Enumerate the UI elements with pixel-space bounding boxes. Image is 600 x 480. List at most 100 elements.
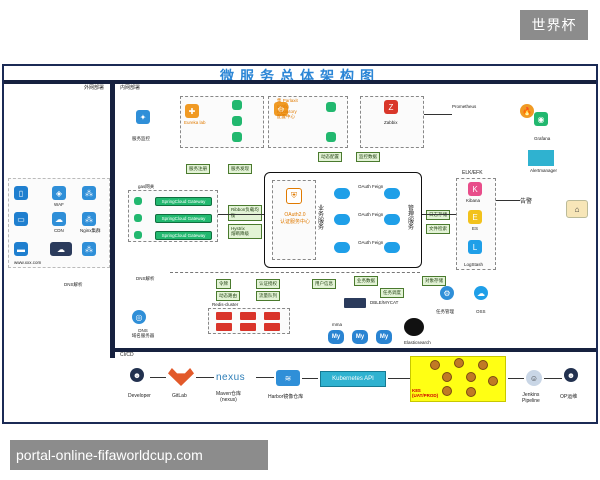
config-node-1 — [326, 102, 336, 112]
business-data-label: 业务数据 — [354, 276, 378, 286]
alertmanager-icon — [528, 150, 554, 166]
dns-label-2: DNS解析 — [136, 276, 155, 281]
zabbix-box — [360, 96, 424, 148]
helm-icon-5 — [466, 372, 476, 382]
limit-label: 流量队列 — [256, 291, 280, 301]
cluster-icon-3: ⁂ — [82, 242, 96, 256]
elasticsearch-icon — [404, 318, 424, 336]
feign-label-2: OAuth Feign — [358, 212, 384, 217]
auth-label: 认证授权 — [256, 279, 280, 289]
k8s-label: K8S (UAT/PROD) — [412, 388, 439, 398]
helm-icon-7 — [442, 386, 452, 396]
svc-discover-label: 服务发现 — [228, 164, 252, 174]
gateway-2: SpringCloud Gateway — [155, 214, 212, 223]
helm-icon-6 — [488, 376, 498, 386]
alarm-home-icon: ⌂ — [566, 200, 588, 218]
eureka-box — [180, 96, 264, 148]
arrow-gateway-services — [218, 214, 264, 215]
task-schedule-label: 任务调度 — [380, 288, 404, 298]
service-cloud-3 — [334, 214, 350, 225]
redis-node-3 — [264, 312, 280, 320]
cloud-icon: ☁ — [50, 242, 72, 256]
eureka-node-2 — [232, 116, 242, 126]
cicd-zone-label: CI/CD — [120, 352, 134, 358]
eureka-node-3 — [232, 132, 242, 142]
op-icon: ☻ — [564, 368, 578, 382]
redis-node-5 — [240, 323, 256, 331]
nexus-logo: nexus — [216, 372, 246, 383]
dyn-config-label: 动态配置 — [318, 152, 342, 162]
redis-label: Redis-cluster — [212, 302, 239, 307]
waf-label: WAF — [54, 202, 64, 207]
k8s-api-box: Kubernetes API — [320, 371, 386, 387]
task-mgmt-label: 任务管理 — [436, 309, 454, 314]
redis-node-6 — [264, 323, 280, 331]
arrow-api-k8s — [388, 378, 410, 379]
jenkins-label: Jenkins Pipeline — [522, 392, 540, 404]
grafana-icon: ◉ — [534, 112, 548, 126]
ribbon-label: Ribbon负载均衡 — [228, 205, 262, 221]
helm-icon-8 — [466, 387, 476, 397]
oss-label: OSS — [476, 309, 486, 314]
mma-label: mma — [332, 322, 342, 327]
service-monitor-label: 服务监控 — [132, 136, 150, 141]
dble-icon — [344, 298, 366, 308]
harbor-icon: ≋ — [276, 370, 300, 386]
kibana-label: Kibana — [466, 198, 481, 203]
grafana-label: Grafana — [534, 136, 551, 141]
es-icon: E — [468, 210, 482, 224]
feign-label-1: OAuth Feign — [358, 184, 384, 189]
arrow-services-elk — [422, 214, 456, 215]
zone-divider-outer — [110, 82, 115, 358]
elasticsearch-label: Elasticsearch — [404, 340, 431, 345]
gitlab-label: GitLab — [172, 393, 187, 399]
kibana-icon: K — [468, 182, 482, 196]
site-badge: 世界杯 — [520, 10, 588, 40]
arrow-elk-alarm — [496, 200, 520, 201]
token-label: 令牌 — [216, 279, 231, 289]
gateway-node-3-icon — [134, 231, 142, 239]
arrow-zabbix-prometheus — [424, 114, 452, 115]
dyn-route-label: 动态路由 — [216, 291, 240, 301]
redis-node-4 — [216, 323, 232, 331]
elk-label: ELK/EFK — [462, 170, 483, 176]
helm-icon-1 — [430, 360, 440, 370]
oss-icon: ☁ — [474, 286, 488, 300]
svc-register-label: 服务注册 — [186, 164, 210, 174]
mobile-icon: ▯ — [14, 186, 28, 200]
mysql-icon-3: My — [376, 330, 392, 344]
user-info-label: 用户信息 — [312, 279, 336, 289]
log-store-label: 日志存储 — [426, 210, 450, 220]
service-cloud-2 — [384, 188, 400, 199]
task-mgmt-icon: ⚙ — [440, 286, 454, 300]
bottom-dashed-line — [170, 272, 420, 273]
gateway-title: gas网关 — [138, 184, 155, 189]
arrow-jenkins-k8s — [508, 378, 524, 379]
file-retrieve-label: 文件检索 — [426, 224, 450, 234]
service-cloud-1 — [334, 188, 350, 199]
eureka-node-1 — [232, 100, 242, 110]
gateway-node-1-icon — [134, 197, 142, 205]
arrow-op-jenkins — [544, 378, 562, 379]
desktop-icon: ▭ — [14, 212, 28, 226]
arrow-harbor-api — [302, 378, 318, 379]
maven-label: Maven仓库 (nexus) — [216, 391, 242, 403]
oauth-label: OAuth2.0 认证服务中心 — [279, 212, 310, 225]
outer-zone-label: 外网部署 — [84, 85, 105, 91]
es-label: ES — [472, 226, 479, 231]
nginx-icon: ⁂ — [82, 212, 96, 226]
dble-label: DBLE/MYCAT — [370, 300, 399, 305]
alarm-label: 告警 — [520, 199, 533, 205]
service-monitor-icon: ✦ — [136, 110, 150, 124]
alertmanager-label: Alertmanager — [530, 168, 558, 173]
cluster-icon-1: ⁂ — [82, 186, 96, 200]
footer-url: portal-online-fifaworldcup.com — [10, 440, 268, 470]
arrow-nexus-harbor — [256, 377, 274, 378]
dns-label-1: DNS解析 — [64, 282, 83, 287]
harbor-label: Harbor镜像仓库 — [268, 394, 304, 400]
shield-icon: ⛨ — [286, 188, 302, 204]
dns-server-icon: ◎ — [132, 310, 146, 324]
eureka-label: Eureka lab — [184, 120, 206, 125]
gateway-1: SpringCloud Gateway — [155, 197, 212, 206]
config-node-2 — [326, 132, 336, 142]
